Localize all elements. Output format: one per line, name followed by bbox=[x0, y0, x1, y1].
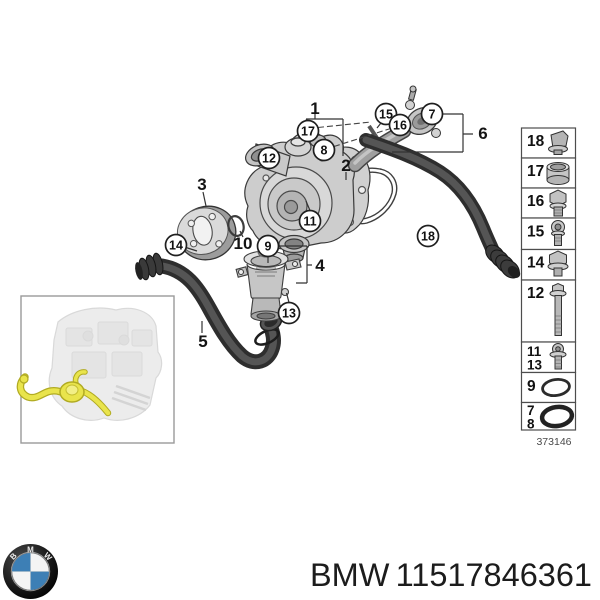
label-5: 5 bbox=[198, 332, 207, 351]
short-bolt-icon bbox=[549, 343, 567, 370]
legend-label: 11 bbox=[527, 344, 542, 359]
legend-label: 14 bbox=[527, 255, 545, 272]
leader-lines bbox=[185, 112, 473, 333]
engine-inset bbox=[16, 295, 175, 444]
legend-label: 16 bbox=[527, 193, 545, 210]
svg-text:18: 18 bbox=[421, 229, 435, 243]
label-10: 10 bbox=[234, 234, 253, 253]
legend-label: 8 bbox=[527, 417, 535, 432]
svg-text:11: 11 bbox=[303, 214, 316, 228]
logo-quadrant-blue bbox=[12, 553, 31, 572]
callout-8: 8 bbox=[312, 138, 336, 162]
coolant-hose-5 bbox=[135, 252, 283, 370]
hex-bolt-icon bbox=[549, 189, 567, 217]
part-number-text: 11517846361 bbox=[396, 557, 592, 593]
coolant-hose-18 bbox=[359, 133, 521, 279]
o-ring-large-icon bbox=[539, 404, 575, 429]
bmw-logo: B M W bbox=[3, 544, 58, 599]
legend-cell-16 bbox=[520, 187, 577, 219]
long-bolt-icon bbox=[549, 282, 567, 336]
svg-text:17: 17 bbox=[301, 124, 315, 138]
svg-text:9: 9 bbox=[265, 239, 272, 253]
callout-14: 14 bbox=[164, 233, 188, 257]
legend-column: 18 17 16 15 14 12 11 13 9 7 8 bbox=[520, 127, 577, 448]
callout-9: 9 bbox=[256, 234, 280, 258]
legend-label: 9 bbox=[527, 378, 536, 395]
legend-label: 17 bbox=[527, 163, 544, 180]
o-ring-small-icon bbox=[541, 377, 571, 398]
pulley-illustration bbox=[176, 205, 237, 261]
callout-11: 11 bbox=[298, 209, 322, 233]
legend-cell-12 bbox=[520, 279, 577, 343]
legend-label: 7 bbox=[527, 403, 535, 418]
callout-16: 16 bbox=[388, 113, 412, 137]
socket-bolt-icon bbox=[551, 220, 565, 246]
svg-text:12: 12 bbox=[262, 151, 276, 165]
callout-7: 7 bbox=[420, 102, 444, 126]
logo-letter-b: B bbox=[8, 551, 19, 562]
bushing-icon bbox=[546, 162, 570, 185]
logo-letter-m: M bbox=[27, 546, 34, 555]
logo-quadrant-blue bbox=[30, 571, 49, 590]
callout-18: 18 bbox=[416, 224, 440, 248]
label-6: 6 bbox=[478, 124, 487, 143]
svg-text:15: 15 bbox=[379, 107, 393, 121]
o-ring-10 bbox=[227, 215, 245, 237]
sensor-cap-icon bbox=[548, 130, 569, 155]
legend-cell-9 bbox=[520, 371, 577, 404]
brand-text: BMW bbox=[310, 557, 390, 593]
engine-silhouette bbox=[48, 307, 163, 421]
callout-13: 13 bbox=[277, 301, 301, 325]
label-3: 3 bbox=[197, 175, 206, 194]
legend-label: 13 bbox=[527, 358, 543, 373]
legend-label: 12 bbox=[527, 285, 544, 302]
drawing-number: 373146 bbox=[536, 436, 571, 448]
inset-highlight-hose bbox=[16, 369, 112, 417]
flange-bolt-icon bbox=[547, 250, 569, 277]
legend-label: 18 bbox=[527, 133, 545, 150]
label-4: 4 bbox=[315, 256, 325, 275]
svg-text:7: 7 bbox=[429, 107, 436, 121]
svg-text:16: 16 bbox=[393, 118, 407, 132]
svg-text:13: 13 bbox=[282, 306, 296, 320]
label-2: 2 bbox=[341, 156, 350, 175]
legend-label: 15 bbox=[527, 224, 545, 241]
callout-12: 12 bbox=[257, 146, 281, 170]
svg-text:14: 14 bbox=[169, 238, 183, 252]
svg-text:8: 8 bbox=[321, 143, 328, 157]
callout-17: 17 bbox=[296, 119, 320, 143]
label-1: 1 bbox=[310, 99, 319, 118]
